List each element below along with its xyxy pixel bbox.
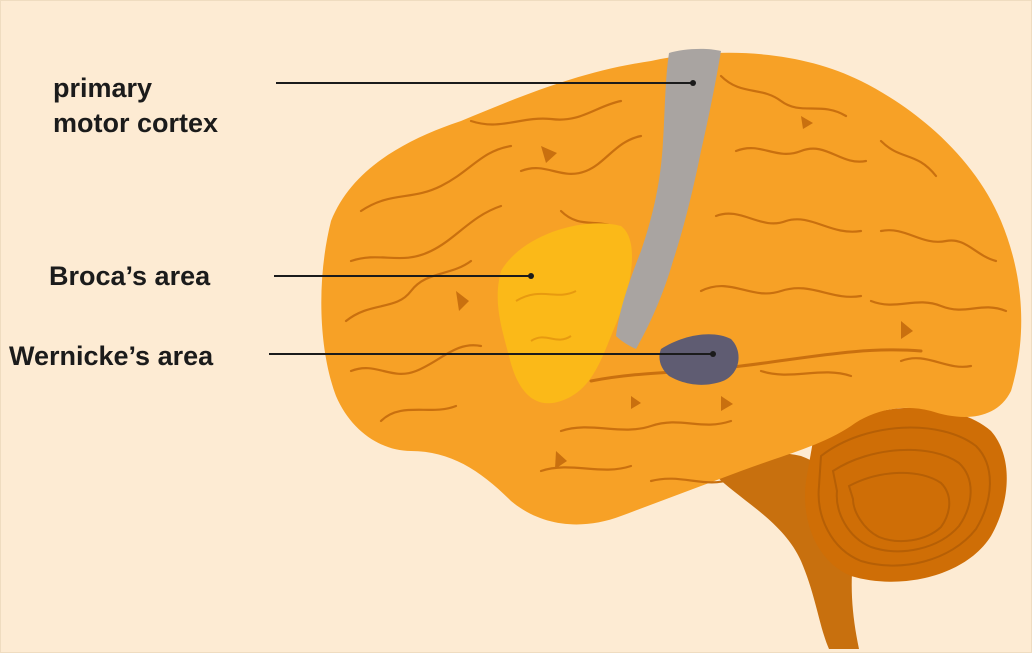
primary-motor-cortex-label: primary motor cortex	[53, 71, 218, 141]
primary-motor-cortex-label-line2: motor cortex	[53, 106, 218, 141]
brocas-area-label: Broca’s area	[49, 259, 210, 294]
primary-motor-cortex-label-line1: primary	[53, 71, 218, 106]
motor-cortex-pointer-dot	[690, 80, 696, 86]
wernicke-pointer-dot	[710, 351, 716, 357]
wernickes-area-label: Wernicke’s area	[9, 339, 213, 374]
broca-pointer-dot	[528, 273, 534, 279]
